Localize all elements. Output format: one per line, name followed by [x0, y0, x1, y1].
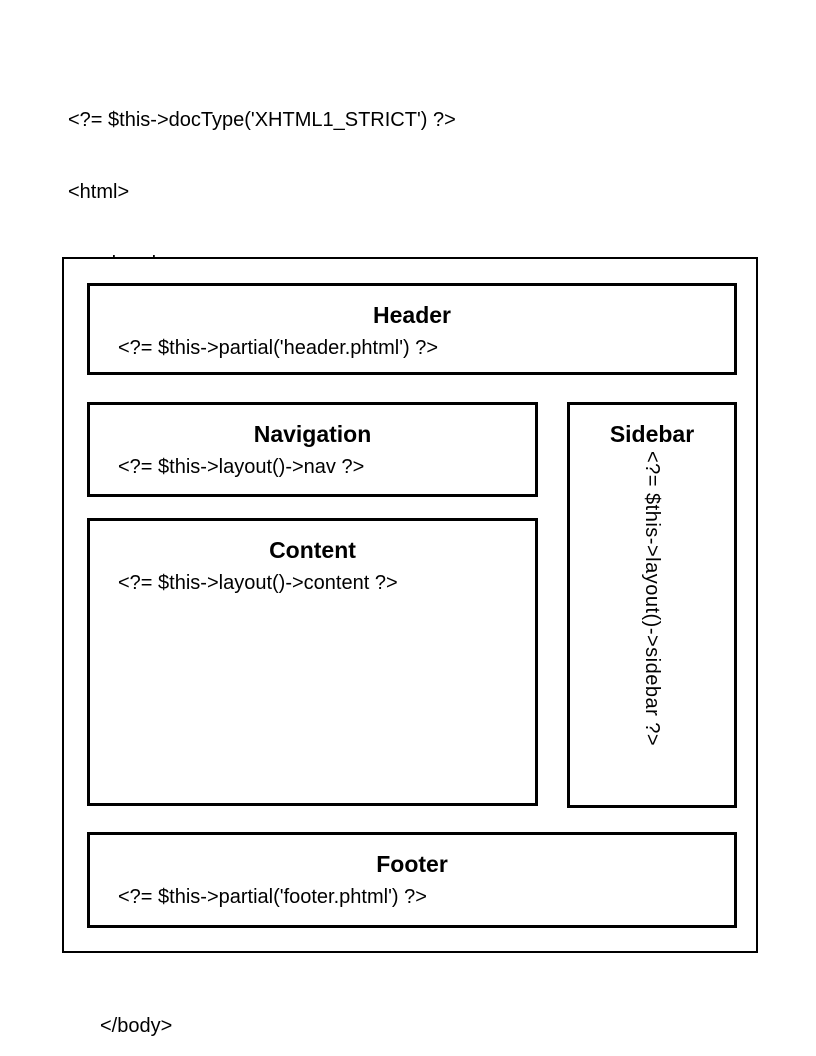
- body-layout-box: Header <?= $this->partial('header.phtml'…: [62, 257, 758, 953]
- footer-box: Footer <?= $this->partial('footer.phtml'…: [87, 832, 737, 928]
- code-line-doctype: <?= $this->docType('XHTML1_STRICT') ?>: [68, 109, 456, 131]
- navigation-title: Navigation: [253, 421, 372, 447]
- header-code: <?= $this->partial('header.phtml') ?>: [118, 337, 439, 359]
- sidebar-code-vertical: <?= $this->layout()->sidebar ?>: [641, 451, 663, 747]
- code-line-html-open: <html>: [68, 181, 130, 203]
- content-box: Content <?= $this->layout()->content ?>: [87, 518, 538, 806]
- navigation-code: <?= $this->layout()->nav ?>: [118, 456, 365, 478]
- content-code: <?= $this->layout()->content ?>: [118, 572, 398, 594]
- header-box: Header <?= $this->partial('header.phtml'…: [87, 283, 737, 375]
- navigation-box: Navigation <?= $this->layout()->nav ?>: [87, 402, 538, 497]
- header-title: Header: [373, 302, 451, 328]
- sidebar-box: Sidebar <?= $this->layout()->sidebar ?>: [567, 402, 737, 808]
- code-line-body-close: </body>: [100, 1015, 173, 1037]
- footer-code: <?= $this->partial('footer.phtml') ?>: [118, 886, 427, 908]
- sidebar-title: Sidebar: [609, 421, 695, 447]
- bottom-code-block: </body> </html>: [68, 964, 172, 1056]
- footer-title: Footer: [376, 851, 448, 877]
- content-title: Content: [269, 537, 356, 563]
